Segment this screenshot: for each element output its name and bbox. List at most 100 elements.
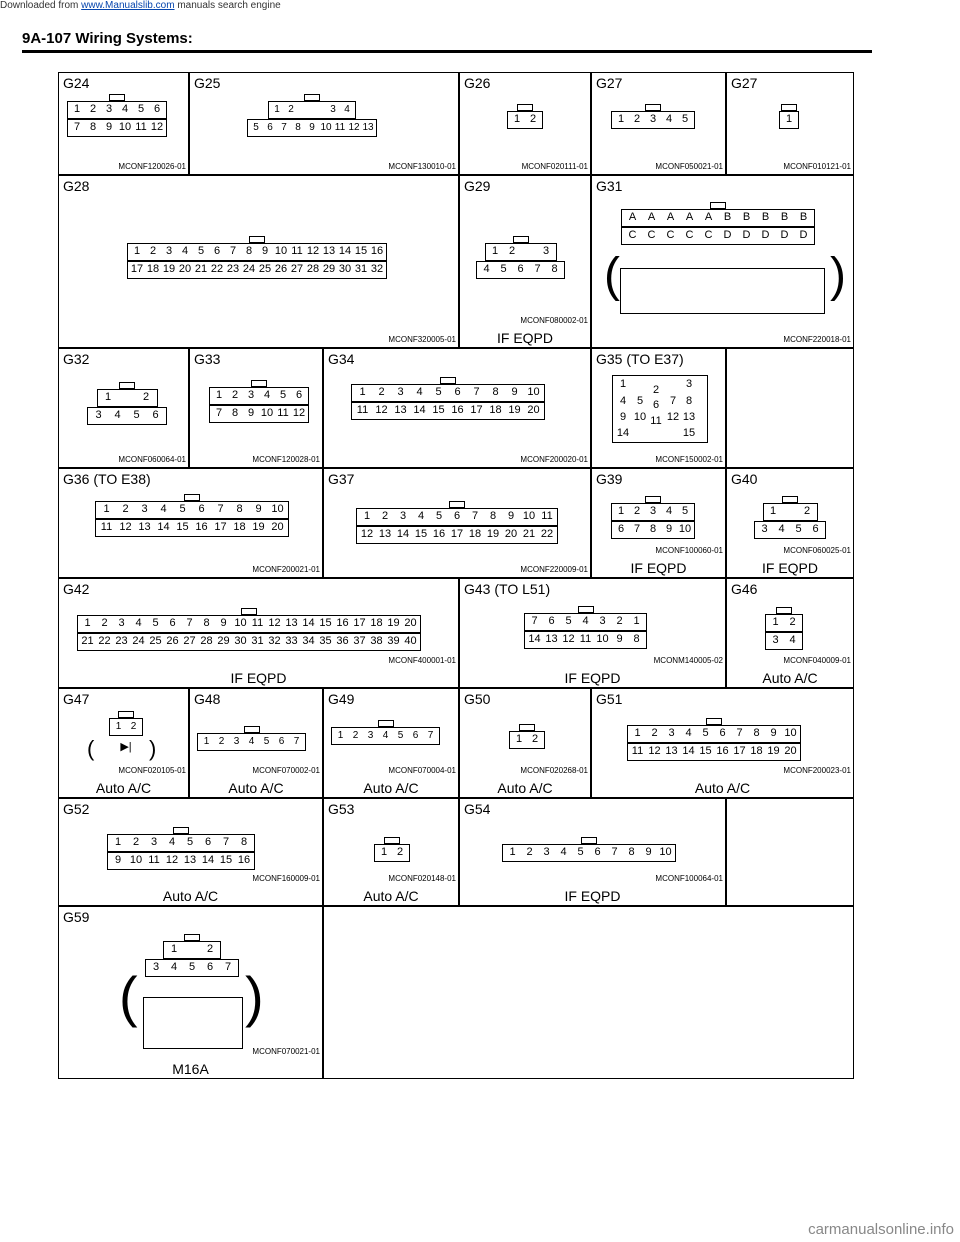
manualslib-link[interactable]: www.Manualslib.com (81, 0, 175, 11)
connector-latch (251, 380, 267, 387)
connector-pin: 18 (468, 528, 482, 540)
connector-pin-row (107, 834, 255, 852)
connector-pin: 25 (258, 263, 272, 275)
connector-label: G53 (328, 801, 355, 817)
connector-latch (243, 726, 260, 733)
connector-pin: 8 (685, 395, 693, 407)
connector-pin: 5 (397, 730, 404, 741)
connector-pin: 10 (784, 727, 797, 739)
connector-pin: 14 (201, 854, 215, 866)
connector-pin: 14 (528, 633, 541, 645)
connector-pin: 14 (682, 745, 695, 757)
connector-code: MCONF020105-01 (118, 766, 186, 775)
connector-pin: 3 (95, 409, 102, 421)
connector-pin: 23 (226, 263, 240, 275)
connector-pin-row (611, 111, 695, 129)
connector-pin: 8 (203, 617, 210, 629)
connector-label: G47 (63, 691, 90, 707)
connector-pin: B (742, 211, 751, 223)
connector-latch (581, 837, 597, 844)
connector-pin: 4 (121, 103, 129, 115)
connector-pin: 4 (135, 617, 142, 629)
connector-pin: 6 (453, 510, 461, 522)
connector-pin: 4 (181, 245, 189, 257)
connector-pin: 3 (772, 634, 779, 646)
connector-pin: 4 (114, 409, 121, 421)
connector-pin-row (67, 119, 167, 137)
connector-latch (109, 94, 125, 101)
connector-pin: 1 (769, 505, 777, 517)
connector-pin: 3 (761, 523, 768, 535)
connector-pin: 5 (565, 615, 572, 627)
connector-pin: 12 (360, 528, 374, 540)
connector-pin: 24 (132, 635, 145, 647)
connector-pin: 4 (665, 505, 673, 517)
connector-code: MCONF200021-01 (252, 565, 320, 574)
connector-pin: C (666, 229, 675, 241)
connector-label: G37 (328, 471, 355, 487)
connector-pin: 4 (263, 389, 271, 401)
connector-pin: 29 (217, 635, 230, 647)
connector-pin: 18 (750, 745, 763, 757)
connector-latch (119, 382, 135, 389)
connector-pin: 13 (183, 854, 197, 866)
connector-pin: 28 (306, 263, 320, 275)
right-paren-icon: ) (245, 965, 264, 1028)
connector-pin: 4 (665, 113, 673, 125)
connector-pin: 11 (631, 745, 644, 757)
connector-pin: 6 (617, 523, 625, 535)
connector-pin: 18 (233, 521, 246, 533)
connector-code: MCONF070004-01 (388, 766, 456, 775)
connector-latch (781, 104, 797, 111)
connector-pin: 5 (263, 736, 270, 747)
connector-pin: 1 (634, 727, 641, 739)
connector-code: MCONF010121-01 (783, 162, 851, 171)
connector-pin: 2 (803, 505, 811, 517)
connector-pin-row (611, 521, 695, 539)
connector-code: MCONM140005-02 (653, 656, 723, 665)
connector-pin: 26 (274, 263, 288, 275)
connector-pin: 6 (213, 245, 221, 257)
connector-label: G28 (63, 178, 90, 194)
right-paren-icon: ) (830, 249, 846, 302)
connector-pin: 12 (165, 854, 179, 866)
connector-pin: 6 (206, 961, 214, 973)
connector-pin: 10 (271, 503, 284, 515)
connector-pin: 12 (150, 121, 164, 133)
connector-pin: 30 (234, 635, 247, 647)
connector-code: MCONF200020-01 (520, 455, 588, 464)
connector-pin: 37 (353, 635, 366, 647)
connector-code: MCONF040009-01 (783, 656, 851, 665)
connector-pin: 6 (517, 263, 524, 275)
connector-pin: 2 (130, 721, 137, 732)
connector-pin: 16 (432, 528, 446, 540)
connector-code: MCONF080002-01 (520, 316, 588, 325)
connector-label: G51 (596, 691, 623, 707)
connector-pin: 21 (194, 263, 208, 275)
connector-pin: 9 (770, 727, 777, 739)
connector-pin-row (374, 844, 410, 862)
connector-pin: 20 (178, 263, 192, 275)
connector-pin-row (77, 615, 421, 633)
connector-pin: 6 (278, 736, 285, 747)
connector-pin: B (723, 211, 732, 223)
connector-pin-row (107, 852, 255, 870)
connector-pin: 4 (248, 736, 255, 747)
connector-pin: 2 (616, 615, 623, 627)
connector-pin: 33 (285, 635, 298, 647)
connector-pin: 3 (649, 505, 657, 517)
connector-pin: 7 (293, 736, 300, 747)
connector-pin: 4 (382, 730, 389, 741)
connector-pin: 3 (668, 727, 675, 739)
connector-code: MCONF060025-01 (783, 546, 851, 555)
connector-pin: 14 (396, 528, 410, 540)
connector-pin: 16 (195, 521, 208, 533)
connector-pin: 9 (511, 386, 518, 398)
connector-label: G26 (464, 75, 491, 91)
